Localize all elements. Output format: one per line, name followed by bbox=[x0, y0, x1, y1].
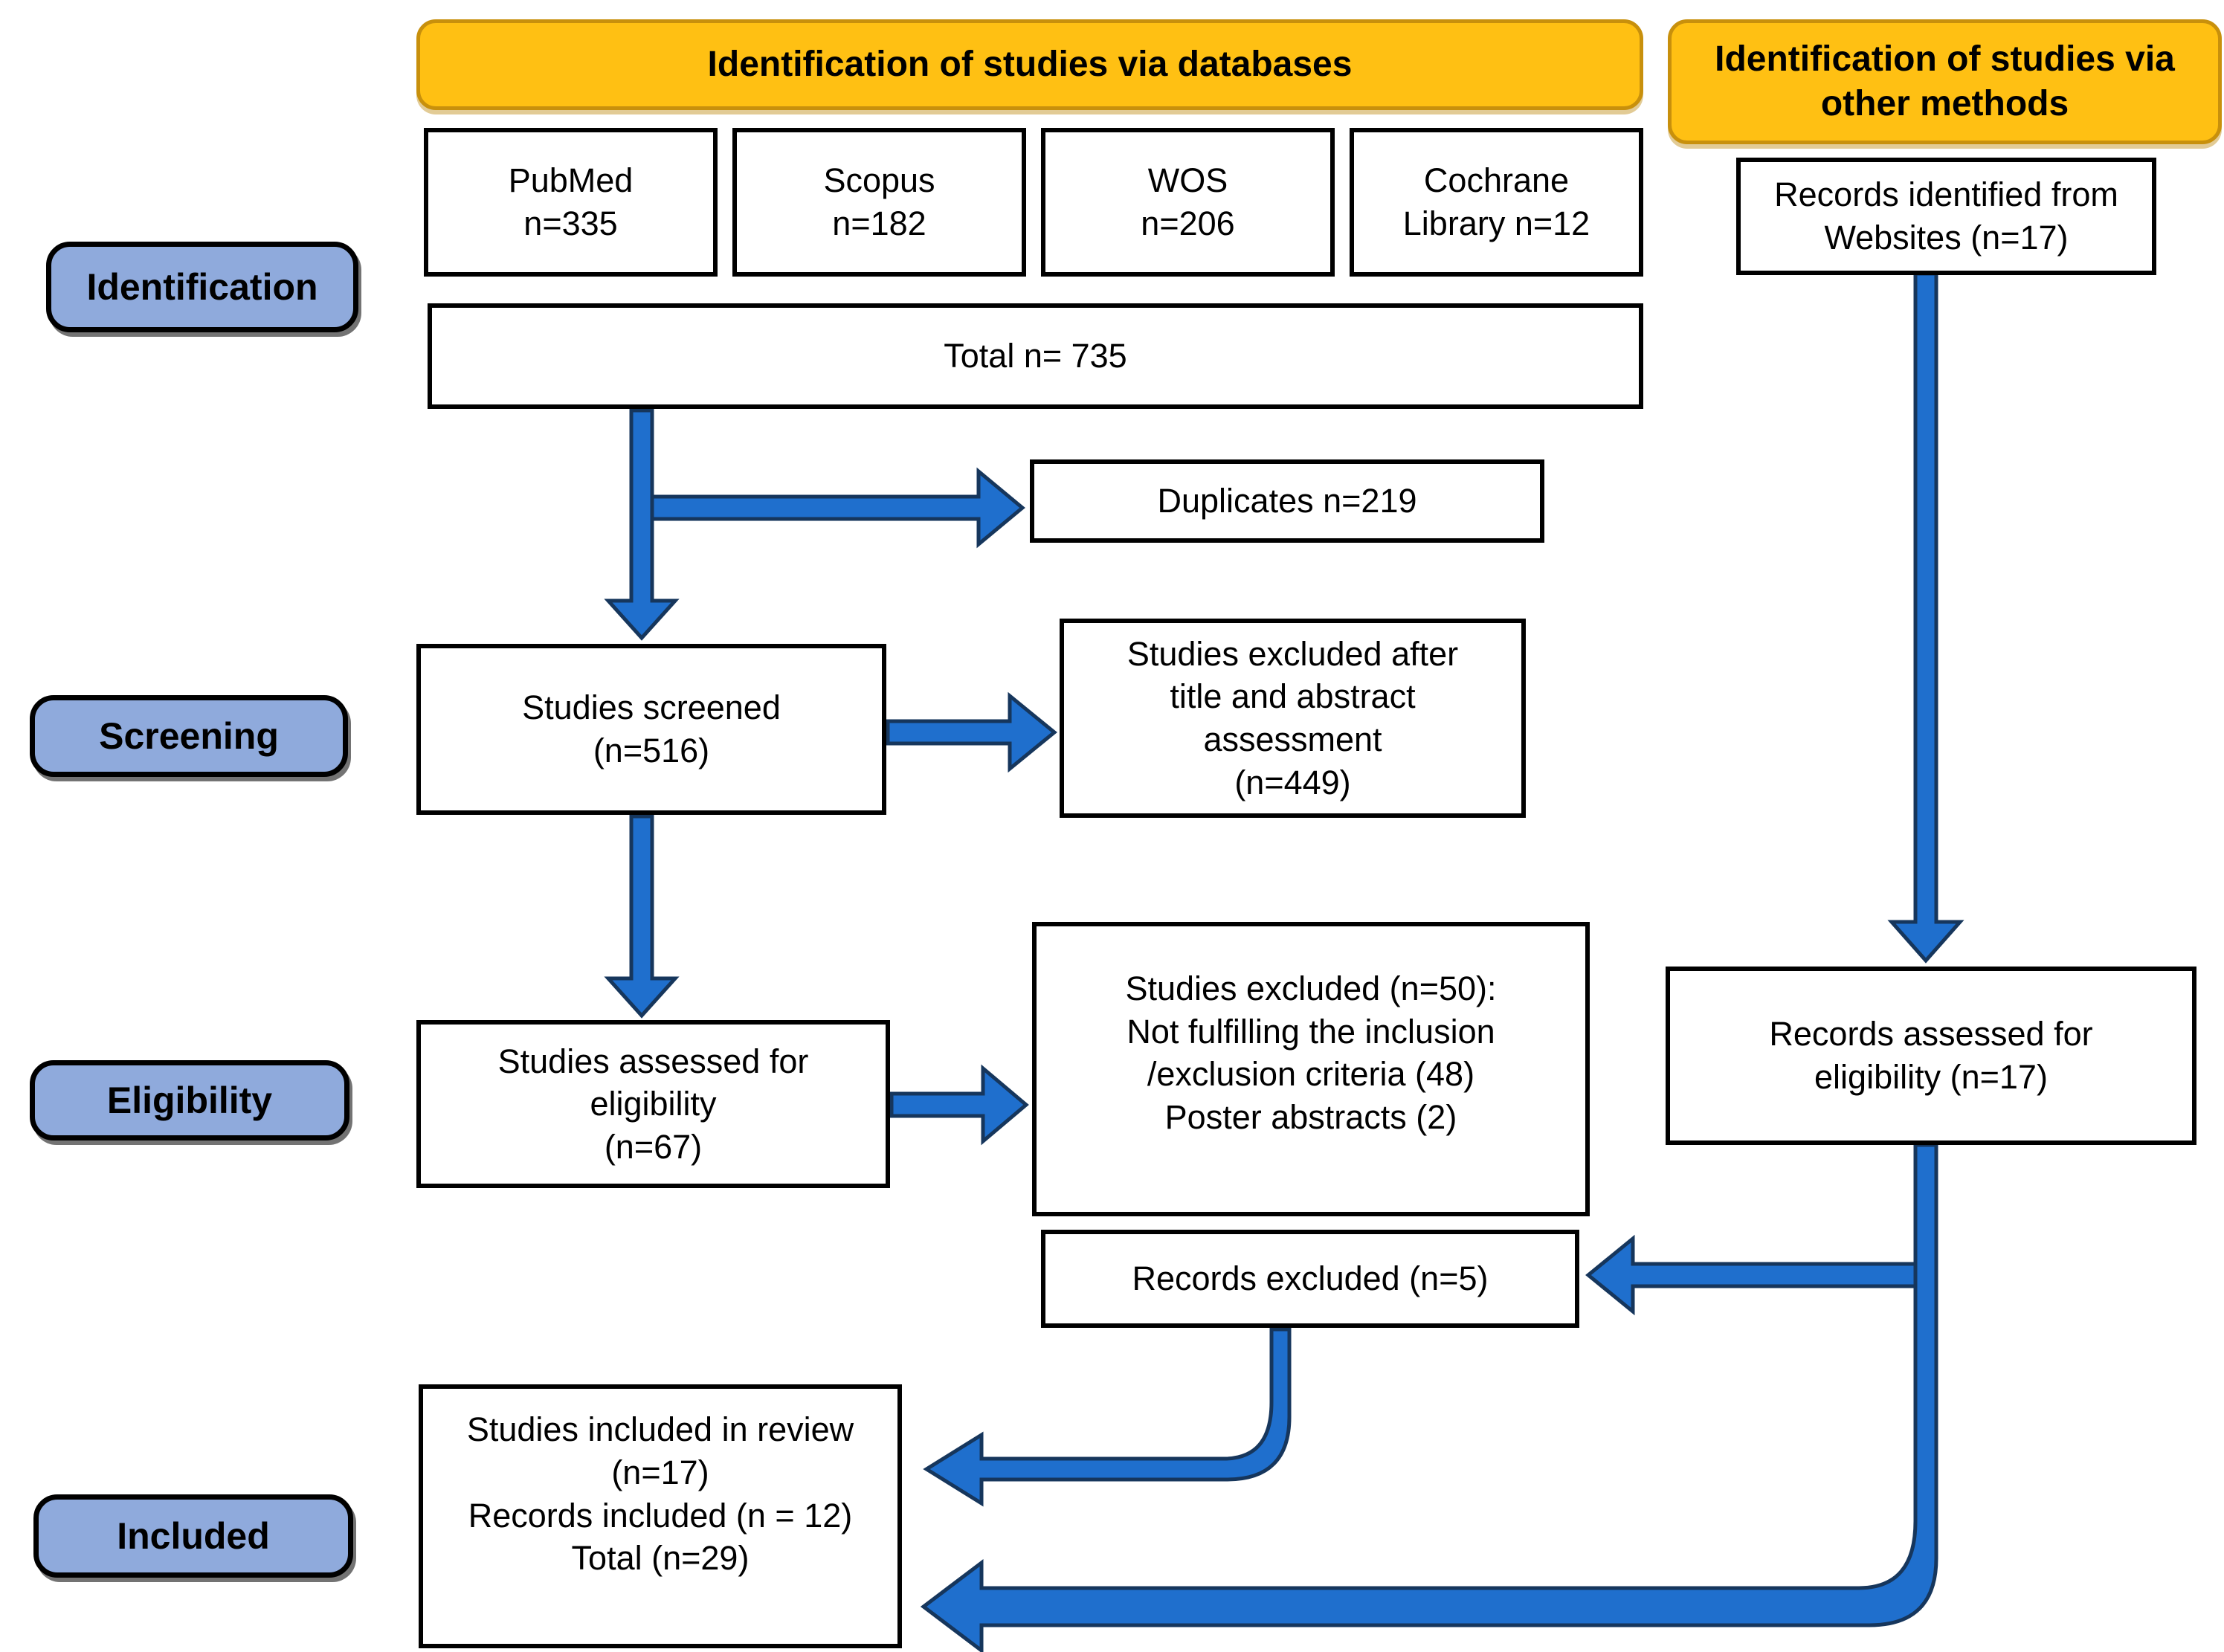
stage-label-eligibility: Eligibility bbox=[30, 1060, 349, 1140]
arrow-records-excluded-to-included bbox=[923, 1327, 1292, 1507]
box-records-identified: Records identified from Websites (n=17) bbox=[1736, 158, 2156, 275]
box-studies-assessed: Studies assessed for eligibility (n=67) bbox=[416, 1020, 890, 1188]
arrow-websites-to-records-assessed bbox=[1887, 271, 1964, 964]
box-pubmed: PubMed n=335 bbox=[424, 128, 718, 277]
header-databases: Identification of studies via databases bbox=[416, 19, 1643, 110]
box-included: Studies included in review (n=17) Record… bbox=[419, 1384, 902, 1648]
box-excluded-title-abstract: Studies excluded after title and abstrac… bbox=[1060, 619, 1526, 818]
box-records-excluded: Records excluded (n=5) bbox=[1041, 1230, 1579, 1328]
box-records-assessed: Records assessed for eligibility (n=17) bbox=[1666, 967, 2196, 1145]
box-total: Total n= 735 bbox=[428, 303, 1643, 409]
arrow-to-records-excluded bbox=[1585, 1234, 1938, 1316]
box-cochrane: Cochrane Library n=12 bbox=[1350, 128, 1643, 277]
box-studies-screened: Studies screened (n=516) bbox=[416, 644, 886, 815]
arrow-screened-to-assessed bbox=[604, 814, 680, 1019]
arrow-records-assessed-to-included bbox=[920, 1143, 1938, 1652]
stage-label-included: Included bbox=[33, 1494, 353, 1578]
arrow-screened-to-excluded bbox=[886, 691, 1057, 773]
stage-label-screening: Screening bbox=[30, 695, 348, 777]
arrow-assessed-to-excluded bbox=[889, 1064, 1029, 1146]
box-excluded-criteria: Studies excluded (n=50): Not fulfilling … bbox=[1032, 922, 1590, 1216]
box-duplicates: Duplicates n=219 bbox=[1030, 459, 1544, 543]
arrow-total-to-screened bbox=[604, 408, 680, 641]
box-wos: WOS n=206 bbox=[1041, 128, 1335, 277]
header-other-methods: Identification of studies via other meth… bbox=[1668, 19, 2222, 144]
stage-label-identification: Identification bbox=[46, 242, 358, 332]
box-scopus: Scopus n=182 bbox=[732, 128, 1026, 277]
arrow-total-to-duplicates bbox=[650, 467, 1025, 549]
